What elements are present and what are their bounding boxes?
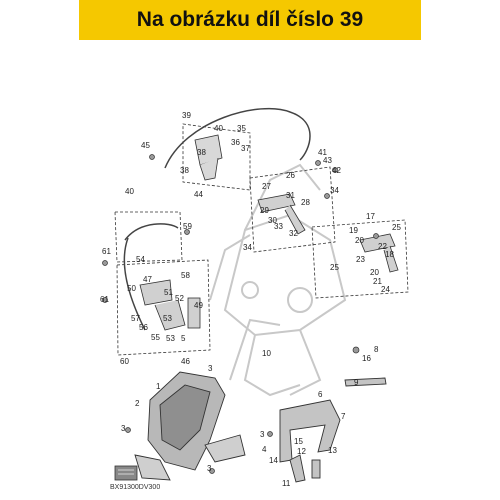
group-boxes — [114, 123, 409, 356]
label-55: 55 — [151, 333, 160, 342]
label-53: 53 — [163, 314, 172, 323]
label-22: 22 — [378, 242, 387, 251]
label-27: 27 — [262, 182, 271, 191]
label-3: 3 — [208, 364, 213, 373]
label-26: 26 — [286, 171, 295, 180]
label-15: 15 — [294, 437, 303, 446]
label-38b: 38 — [180, 166, 189, 175]
label-25b: 25 — [330, 263, 339, 272]
label-3d: 3 — [207, 464, 212, 473]
label-50: 50 — [127, 284, 136, 293]
label-47: 47 — [143, 275, 152, 284]
reference-icon — [114, 465, 138, 481]
label-19: 19 — [349, 226, 358, 235]
label-38: 38 — [197, 148, 206, 157]
label-46: 46 — [181, 357, 190, 366]
label-60: 60 — [120, 357, 129, 366]
label-36: 36 — [231, 138, 240, 147]
label-43: 43 — [323, 156, 332, 165]
label-12: 12 — [297, 447, 306, 456]
label-52: 52 — [175, 294, 184, 303]
label-61b: 61 — [100, 295, 109, 304]
part-27-lever — [257, 193, 306, 235]
label-2: 2 — [135, 399, 140, 408]
label-21: 21 — [373, 277, 382, 286]
label-8: 8 — [374, 345, 379, 354]
label-39: 39 — [182, 111, 191, 120]
label-10: 10 — [262, 349, 271, 358]
label-29: 29 — [260, 206, 269, 215]
label-49: 49 — [194, 301, 203, 310]
label-7: 7 — [341, 412, 346, 421]
banner-title: Na obrázku díl číslo 39 — [136, 8, 364, 31]
label-34b: 34 — [243, 243, 252, 252]
label-40: 40 — [214, 124, 223, 133]
label-4: 4 — [262, 445, 267, 454]
label-44: 44 — [194, 190, 203, 199]
label-51: 51 — [164, 288, 173, 297]
part-1-cover — [134, 371, 246, 481]
part-39-bracket — [194, 134, 223, 181]
label-28: 28 — [301, 198, 310, 207]
label-45: 45 — [141, 141, 150, 150]
label-17: 17 — [366, 212, 375, 221]
label-58: 58 — [181, 271, 190, 280]
label-25: 25 — [392, 223, 401, 232]
label-56: 56 — [139, 323, 148, 332]
label-42: 42 — [332, 166, 341, 175]
bolts — [102, 154, 379, 474]
part-6-stand — [279, 377, 387, 463]
label-6: 6 — [318, 390, 323, 399]
part-number-banner: Na obrázku díl číslo 39 — [79, 0, 421, 40]
label-57: 57 — [131, 314, 140, 323]
label-3c: 3 — [260, 430, 265, 439]
frame-outline — [209, 163, 347, 397]
label-13: 13 — [328, 446, 337, 455]
label-9: 9 — [354, 378, 359, 387]
label-14: 14 — [269, 456, 278, 465]
part-47-mechanism — [139, 279, 201, 331]
label-54: 54 — [136, 255, 145, 264]
label-37: 37 — [241, 144, 250, 153]
label-34: 34 — [330, 186, 339, 195]
part-11-sidestand — [289, 454, 321, 483]
label-20: 20 — [355, 236, 364, 245]
label-35: 35 — [237, 124, 246, 133]
label-32: 32 — [289, 229, 298, 238]
label-3b: 3 — [121, 424, 126, 433]
diagram-code: BX91300DV300 — [110, 484, 160, 491]
label-33: 33 — [274, 222, 283, 231]
label-31: 31 — [286, 191, 295, 200]
label-53b: 53 — [166, 334, 175, 343]
label-24: 24 — [381, 285, 390, 294]
label-11: 11 — [282, 479, 291, 488]
label-30: 30 — [268, 216, 277, 225]
label-61: 61 — [102, 247, 111, 256]
label-5: 5 — [181, 334, 186, 343]
part-17-lever — [359, 233, 399, 273]
label-16: 16 — [362, 354, 371, 363]
label-40b: 40 — [125, 187, 134, 196]
label-18: 18 — [385, 250, 394, 259]
label-23: 23 — [356, 255, 365, 264]
cable — [123, 107, 311, 331]
label-41: 41 — [318, 148, 327, 157]
part-labels: 39 40 35 36 37 38 38 45 40 44 41 43 42 2… — [100, 111, 401, 491]
label-1: 1 — [156, 382, 161, 391]
label-20b: 20 — [370, 268, 379, 277]
label-59: 59 — [183, 222, 192, 231]
